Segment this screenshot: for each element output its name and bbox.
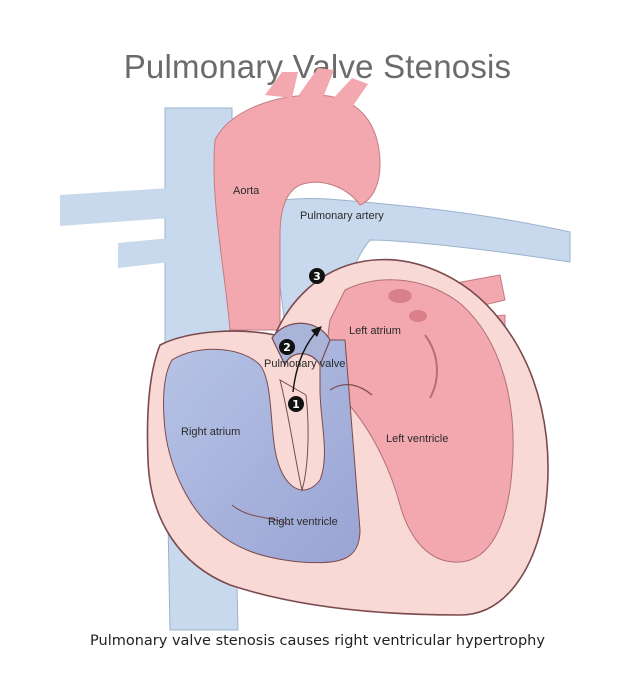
- aorta-branch: [265, 72, 298, 98]
- diagram-caption: Pulmonary valve stenosis causes right ve…: [90, 633, 545, 649]
- label-aorta: Aorta: [233, 185, 260, 197]
- label-pulmonary-artery: Pulmonary artery: [300, 210, 384, 222]
- label-right-atrium: Right atrium: [181, 426, 240, 438]
- svg-text:2: 2: [283, 341, 291, 354]
- flow-arrowhead: [311, 326, 322, 337]
- aorta-branch: [298, 68, 334, 100]
- pulmonary-vein-opening: [388, 289, 412, 303]
- ventricular-trabeculae: [231, 504, 291, 526]
- flow-arrow: [292, 329, 319, 393]
- right-heart-chambers: [162, 339, 361, 564]
- label-right-ventricle: Right ventricle: [268, 516, 338, 528]
- svg-text:1: 1: [292, 398, 300, 411]
- tricuspid-leaflet: [329, 383, 373, 396]
- marker-1: 1: [288, 396, 304, 412]
- pulmonary-branch-left: [60, 188, 170, 226]
- marker-3: 3: [309, 268, 325, 284]
- label-left-ventricle: Left ventricle: [386, 433, 448, 445]
- pulmonary-vein-opening: [409, 310, 427, 322]
- mitral-valve: [424, 334, 438, 399]
- pulmonary-branch-left-lower: [118, 238, 170, 268]
- svg-text:3: 3: [313, 270, 321, 283]
- label-left-atrium: Left atrium: [349, 325, 401, 337]
- label-pulmonary-valve: Pulmonary valve: [264, 358, 345, 370]
- aorta-branch: [330, 78, 368, 110]
- marker-2: 2: [279, 339, 295, 355]
